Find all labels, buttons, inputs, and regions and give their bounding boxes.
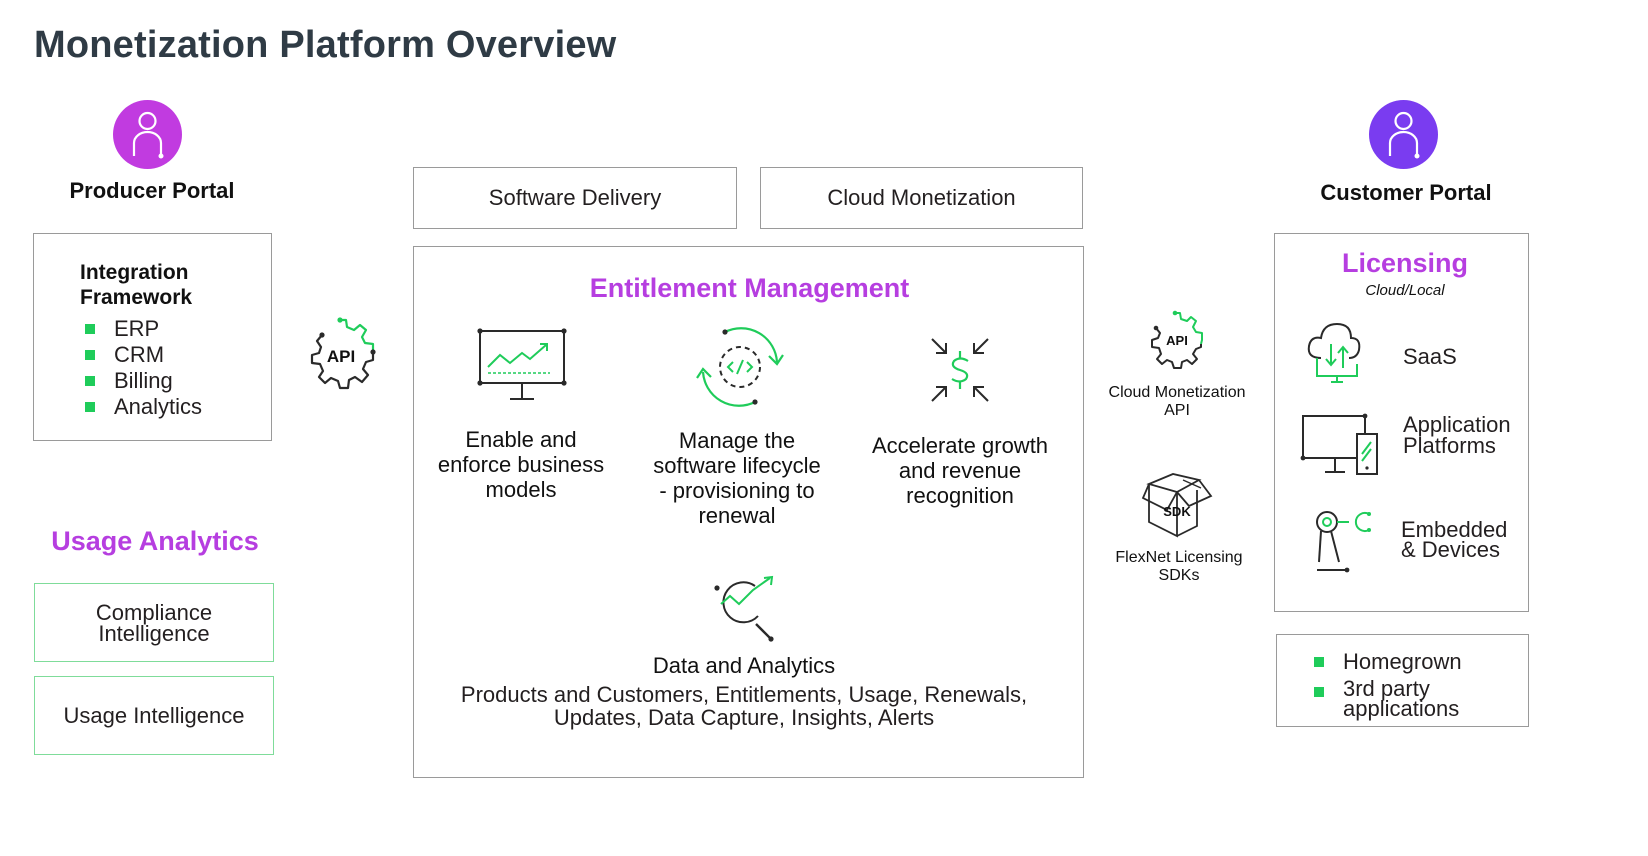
devices-icon <box>1300 413 1378 475</box>
licensing-item-saas: SaaS <box>1403 344 1457 369</box>
software-delivery-label: Software Delivery <box>488 185 662 210</box>
gear-icon <box>310 317 376 390</box>
list-item: CRM <box>82 342 202 368</box>
cloud-monetization-label: Cloud Monetization <box>827 185 1016 210</box>
applications-list: Homegrown 3rd party applications <box>1311 649 1462 720</box>
gear-icon <box>1151 310 1203 369</box>
feature-manage-lifecycle: Manage the software lifecycle - provisio… <box>653 428 821 528</box>
list-item: Analytics <box>82 394 202 420</box>
api-label: API <box>326 347 356 366</box>
integration-heading: Integration Framework <box>80 261 193 309</box>
integration-list: ERP CRM Billing Analytics <box>82 316 202 420</box>
cloud-upload-icon <box>1307 322 1361 383</box>
robot-arm-icon <box>1316 511 1371 573</box>
flexnet-sdks-label: FlexNet Licensing SDKs <box>1115 549 1243 584</box>
sdk-box: SDK <box>1141 470 1215 542</box>
dollar-arrows-icon <box>931 338 989 402</box>
code-cycle-icon <box>696 327 784 407</box>
licensing-item-app-platforms: Application Platforms <box>1403 412 1511 458</box>
user-icon <box>1388 111 1420 159</box>
producer-portal-label: Producer Portal <box>69 178 235 203</box>
cloud-api-gear: API <box>1143 310 1209 376</box>
compliance-line-1: Compliance <box>95 599 213 625</box>
software-delivery-box: Software Delivery <box>413 167 737 229</box>
feature-accelerate-growth: Accelerate growth and revenue recognitio… <box>871 433 1049 508</box>
licensing-item-embedded: Embedded & Devices <box>1401 517 1508 562</box>
sdk-icon-text: SDK <box>1163 504 1191 519</box>
user-icon <box>132 111 164 159</box>
customer-portal-label: Customer Portal <box>1320 180 1492 205</box>
entitlement-management-box: Entitlement Management Enable and enforc… <box>413 246 1084 778</box>
cloud-api-icon-text: API <box>1166 333 1188 348</box>
compliance-intelligence-box: Compliance Intelligence <box>34 583 274 662</box>
list-item: Homegrown <box>1311 649 1462 675</box>
magnifier-chart-icon <box>714 575 774 642</box>
list-item: 3rd party applications <box>1311 678 1462 720</box>
feature-enable-enforce: Enable and enforce business models <box>437 427 605 502</box>
licensing-subheading: Cloud/Local <box>1365 282 1445 299</box>
producer-avatar <box>113 100 182 169</box>
list-item: ERP <box>82 316 202 342</box>
monitor-chart-icon <box>477 328 567 400</box>
page-title: Monetization Platform Overview <box>34 24 617 66</box>
box-icon <box>1141 473 1213 538</box>
cloud-monetization-box: Cloud Monetization <box>760 167 1083 229</box>
usage-intelligence-box: Usage Intelligence <box>34 676 274 755</box>
data-analytics-heading: Data and Analytics <box>652 653 836 678</box>
cloud-monetization-api-label: Cloud Monetization API <box>1108 384 1246 419</box>
applications-box: Homegrown 3rd party applications <box>1276 634 1529 727</box>
list-item: Billing <box>82 368 202 394</box>
integration-framework-box: Integration Framework ERP CRM Billing An… <box>33 233 272 441</box>
entitlement-heading: Entitlement Management <box>589 273 910 303</box>
compliance-line-2: Intelligence <box>98 620 210 646</box>
data-analytics-body: Products and Customers, Entitlements, Us… <box>460 682 1028 730</box>
usage-intelligence-label: Usage Intelligence <box>63 703 245 728</box>
licensing-box: Licensing Cloud/Local SaaS Application P… <box>1274 233 1529 612</box>
api-gear: API <box>300 316 382 396</box>
usage-analytics-heading: Usage Analytics <box>51 526 259 556</box>
licensing-heading: Licensing <box>1341 248 1469 278</box>
customer-avatar <box>1369 100 1438 169</box>
